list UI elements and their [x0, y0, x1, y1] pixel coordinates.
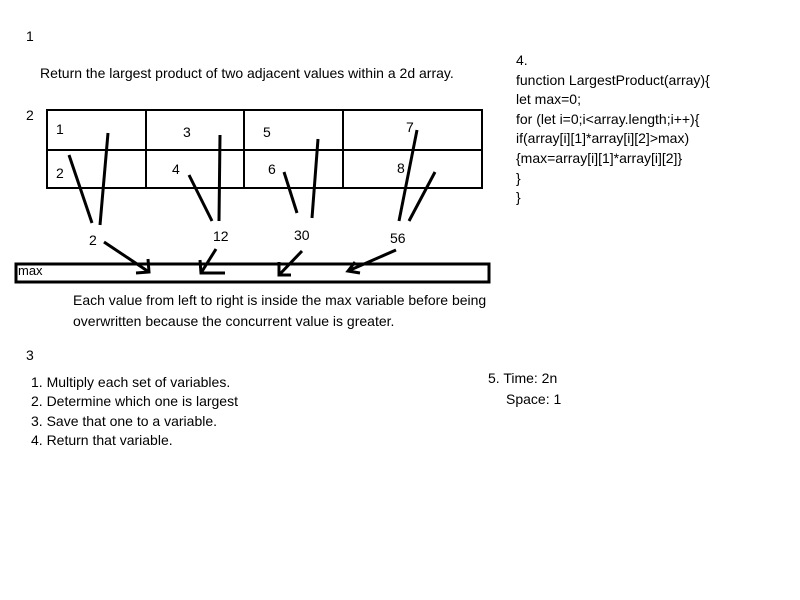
pair-line [407, 171, 437, 222]
complexity-block: 5. Time: 2n Space: 1 [488, 368, 561, 410]
space-complexity: Space: 1 [506, 391, 562, 407]
code-line: {max=array[i][1]*array[i][2]} [516, 149, 683, 166]
max-variable-box [14, 262, 491, 284]
note-line: Each value from left to right is inside … [73, 292, 487, 308]
step-item: 1. Multiply each set of variables. [31, 374, 231, 390]
grid-cell-top: 1 [56, 121, 64, 137]
algorithm-steps: 1. Multiply each set of variables. 2. De… [31, 373, 238, 451]
code-block: 4. function LargestProduct(array){ let m… [516, 51, 710, 208]
pair-line [282, 171, 299, 214]
pair-line [67, 154, 94, 224]
product-value: 56 [390, 230, 406, 246]
grid-cell-bottom: 2 [56, 165, 64, 181]
code-line: 4. [516, 52, 528, 68]
grid-cell-bottom: 8 [397, 160, 405, 176]
grid-cell-bottom: 4 [172, 161, 180, 177]
section-label-3: 3 [26, 347, 34, 363]
section-label-2: 2 [26, 107, 34, 123]
note-line: overwritten because the concurrent value… [73, 313, 395, 329]
grid-cell-top: 3 [183, 124, 191, 140]
arrow [103, 240, 151, 275]
grid-cell-bottom: 6 [268, 161, 276, 177]
section-label-1: 1 [26, 28, 34, 44]
time-complexity: 5. Time: 2n [488, 370, 558, 386]
grid-cell-top: 5 [263, 124, 271, 140]
product-value: 12 [213, 228, 229, 244]
code-line: } [516, 189, 521, 206]
problem-prompt: Return the largest product of two adjace… [40, 65, 454, 81]
pair-line [217, 134, 222, 222]
code-line: function LargestProduct(array){ [516, 71, 710, 88]
arrow [198, 248, 225, 275]
product-value: 30 [294, 227, 310, 243]
code-line: let max=0; [516, 91, 581, 108]
code-line: if(array[i][1]*array[i][2]>max) [516, 130, 690, 147]
pair-line [98, 132, 110, 226]
arrow [345, 248, 397, 275]
step-item: 3. Save that one to a variable. [31, 412, 218, 429]
max-variable-label: max [18, 263, 43, 278]
step-item: 4. Return that variable. [31, 432, 173, 449]
step-item: 2. Determine which one is largest [31, 393, 238, 410]
pair-line [397, 129, 419, 222]
code-line: } [516, 169, 521, 186]
code-line: for (let i=0;i<array.length;i++){ [516, 110, 700, 127]
grid-cell-top: 7 [406, 119, 414, 135]
pair-line [187, 174, 214, 222]
product-value: 2 [89, 232, 97, 248]
pair-line [310, 138, 320, 219]
explanation-note: Each value from left to right is inside … [73, 290, 486, 332]
